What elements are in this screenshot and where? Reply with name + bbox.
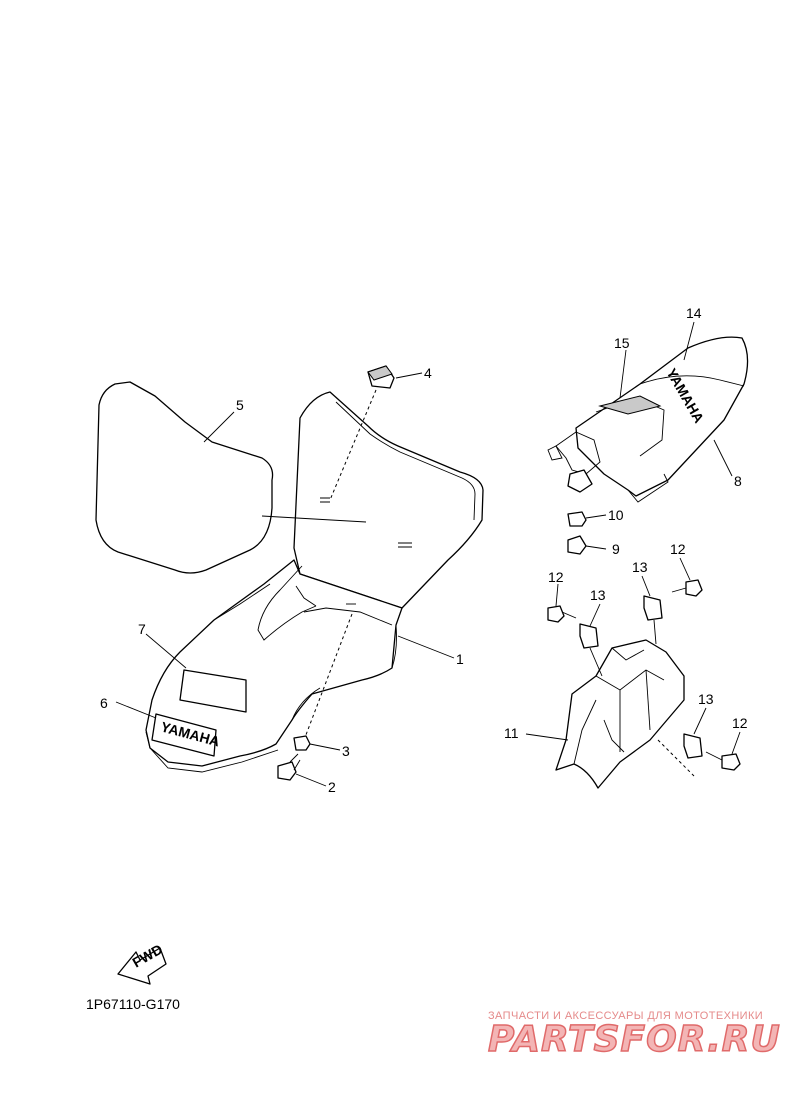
fwd-arrow-icon: FWD: [117, 941, 167, 985]
part-2-bolt: [277, 753, 301, 781]
part-7-decal: [179, 669, 247, 713]
callout-7: 7: [138, 621, 146, 637]
diagram-code: 1P67110-G170: [86, 996, 180, 1012]
watermark-logo: PARTSFOR.RU: [487, 1019, 781, 1060]
part-3-collar: [293, 735, 311, 751]
callout-12c: 12: [732, 715, 748, 731]
callout-10: 10: [608, 507, 624, 523]
part-4-clip: [303, 365, 395, 741]
callout-13b: 13: [632, 559, 648, 575]
part-12-bolt-c: [705, 751, 741, 771]
callout-2: 2: [328, 779, 336, 795]
watermark-caption: ЗАПЧАСТИ И АКСЕССУАРЫ ДЛЯ МОТОТЕХНИКИ: [488, 1010, 764, 1022]
callout-13c: 13: [698, 691, 714, 707]
callout-12a: 12: [548, 569, 564, 585]
callout-numbers: 1 2 3 4 5 6 7 8 9 10 11 12 12 12 13 13 1…: [100, 305, 748, 795]
part-1-front-cover: [145, 391, 484, 773]
part-9-bolt: [567, 535, 587, 555]
callout-9: 9: [612, 541, 620, 557]
callout-6: 6: [100, 695, 108, 711]
callout-12b: 12: [670, 541, 686, 557]
part-5-seat-pad: [95, 381, 274, 574]
leader-lines: [115, 321, 741, 787]
callout-13a: 13: [590, 587, 606, 603]
part-8-rear-cowl: YAMAHA: [547, 336, 749, 503]
part-13-nut-b: [643, 595, 663, 645]
callout-3: 3: [342, 743, 350, 759]
callout-5: 5: [236, 397, 244, 413]
part-12-bolt-b: [671, 579, 703, 597]
callout-14: 14: [686, 305, 702, 321]
callout-8: 8: [734, 473, 742, 489]
part-12-bolt-a: [547, 605, 577, 623]
callout-11: 11: [504, 725, 519, 741]
callout-1: 1: [456, 651, 464, 667]
callout-15: 15: [614, 335, 630, 351]
part-11-bracket: [555, 639, 695, 789]
callout-4: 4: [424, 365, 432, 381]
part-13-nut-a: [579, 623, 603, 677]
part-13-nut-c: [683, 733, 703, 759]
part-10-collar: [567, 511, 587, 527]
